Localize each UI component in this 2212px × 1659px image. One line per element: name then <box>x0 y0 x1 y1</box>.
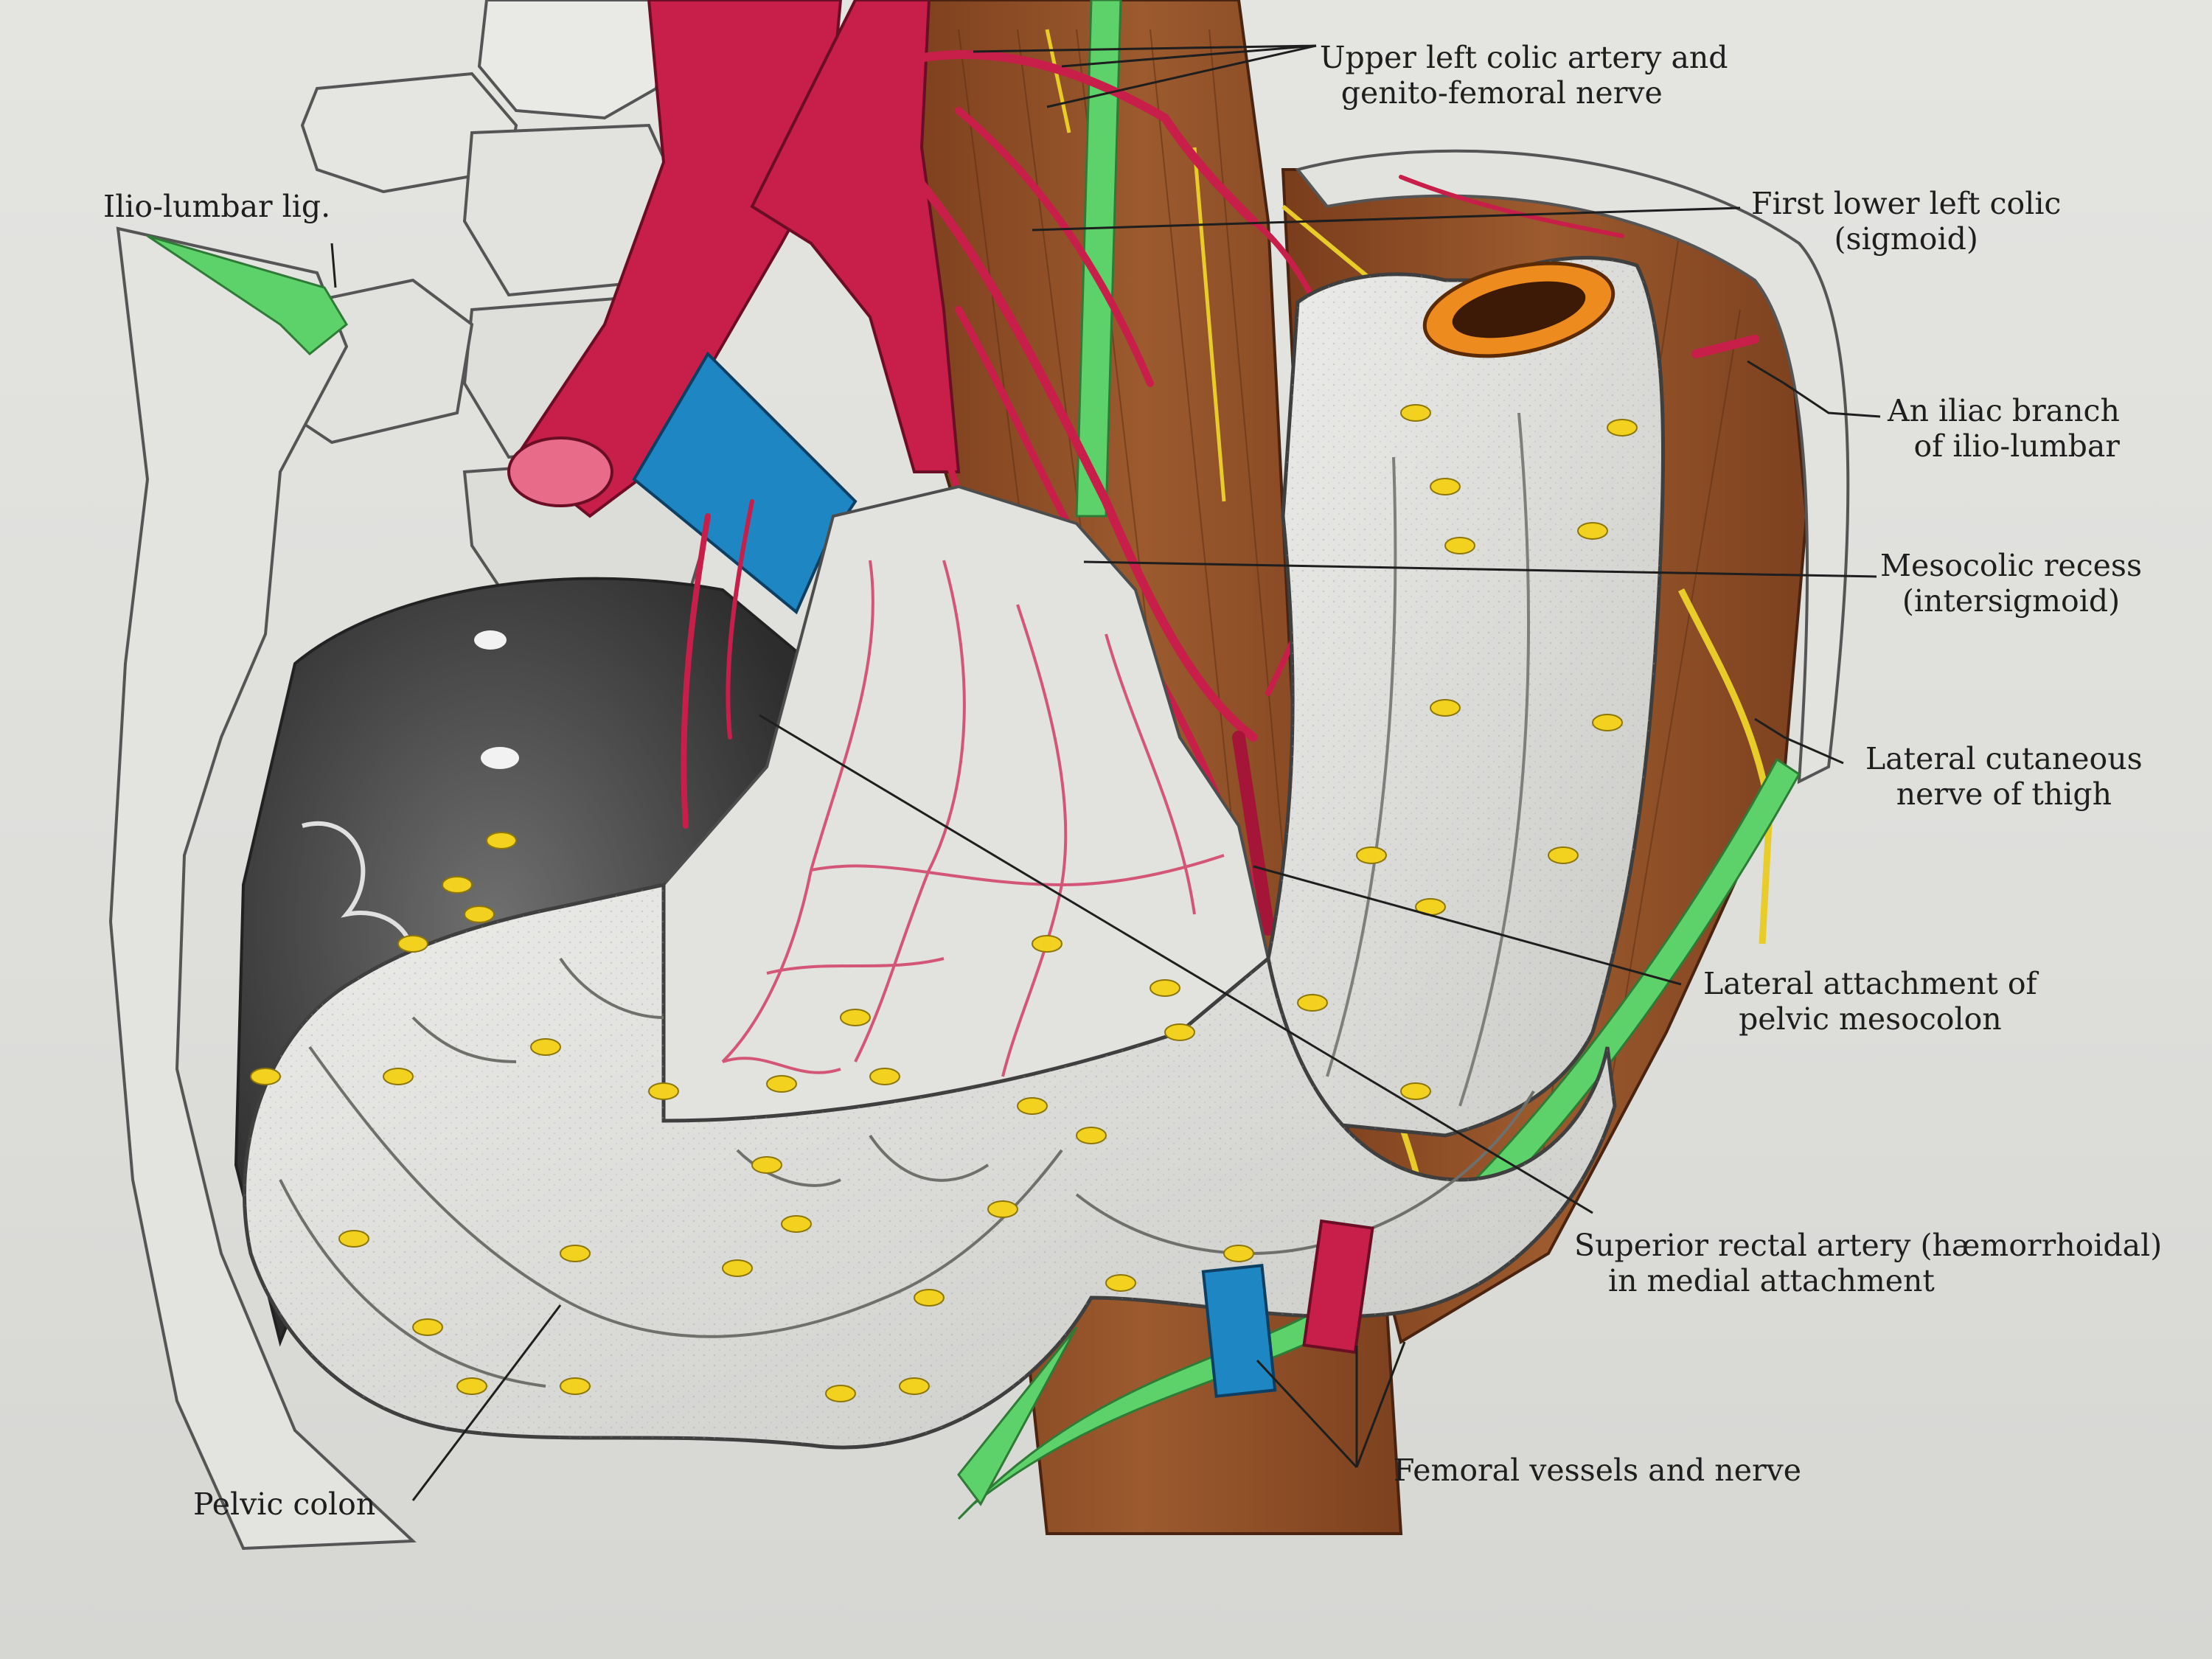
colic-arteries <box>681 49 1759 936</box>
label-first-lower-left-colic: First lower left colic (sigmoid) <box>1751 186 2061 257</box>
fat-tags <box>250 404 1638 1402</box>
label-lateral-cutaneous: Lateral cutaneous nerve of thigh <box>1865 741 2143 812</box>
label-superior-rectal: Superior rectal artery (hæmorrhoidal) in… <box>1574 1228 2162 1298</box>
label-line: (intersigmoid) <box>1902 583 2121 619</box>
label-mesocolic-recess: Mesocolic recess (intersigmoid) <box>1880 548 2142 619</box>
label-line: in medial attachment <box>1608 1263 1935 1298</box>
label-upper-left-colic: Upper left colic artery and genito-femor… <box>1320 40 1728 111</box>
label-line: Upper left colic artery and <box>1320 40 1728 75</box>
label-line: (sigmoid) <box>1834 221 1978 257</box>
genito-femoral-nerve <box>1075 0 1122 518</box>
femoral-vein <box>1201 1264 1277 1398</box>
label-lateral-attachment: Lateral attachment of pelvic mesocolon <box>1703 966 2037 1037</box>
sigmoid-colon <box>243 882 1617 1450</box>
femoral-artery <box>1302 1219 1374 1354</box>
label-line: First lower left colic <box>1751 186 2062 221</box>
common-iliac-vein <box>632 351 858 615</box>
leader-lines <box>330 44 1881 1501</box>
iliac-crest <box>1295 149 1850 785</box>
ilium-bone <box>108 226 417 1551</box>
label-ilio-lumbar-lig: Ilio-lumbar lig. <box>103 189 331 224</box>
mesocolic-vessels <box>721 560 1225 1077</box>
label-line: An iliac branch <box>1888 393 2120 428</box>
label-line: genito-femoral nerve <box>1340 75 1663 111</box>
label-line: of ilio-lumbar <box>1913 428 2120 464</box>
ilio-lumbar-ligament <box>147 234 348 356</box>
label-line: Lateral cutaneous <box>1865 741 2143 776</box>
label-femoral-vessels: Femoral vessels and nerve <box>1394 1453 1801 1488</box>
label-line: Mesocolic recess <box>1880 548 2143 583</box>
inguinal-ligament <box>957 757 1801 1520</box>
common-iliac-arteries <box>507 0 961 518</box>
label-iliac-branch: An iliac branch of ilio-lumbar <box>1888 393 2120 464</box>
label-line: pelvic mesocolon <box>1739 1001 2002 1037</box>
label-line: Lateral attachment of <box>1703 966 2037 1001</box>
label-line: Superior rectal artery (hæmorrhoidal) <box>1574 1228 2163 1263</box>
label-pelvic-colon: Pelvic colon <box>193 1486 376 1522</box>
descending-colon <box>1266 256 1666 1138</box>
label-line: nerve of thigh <box>1896 776 2112 812</box>
